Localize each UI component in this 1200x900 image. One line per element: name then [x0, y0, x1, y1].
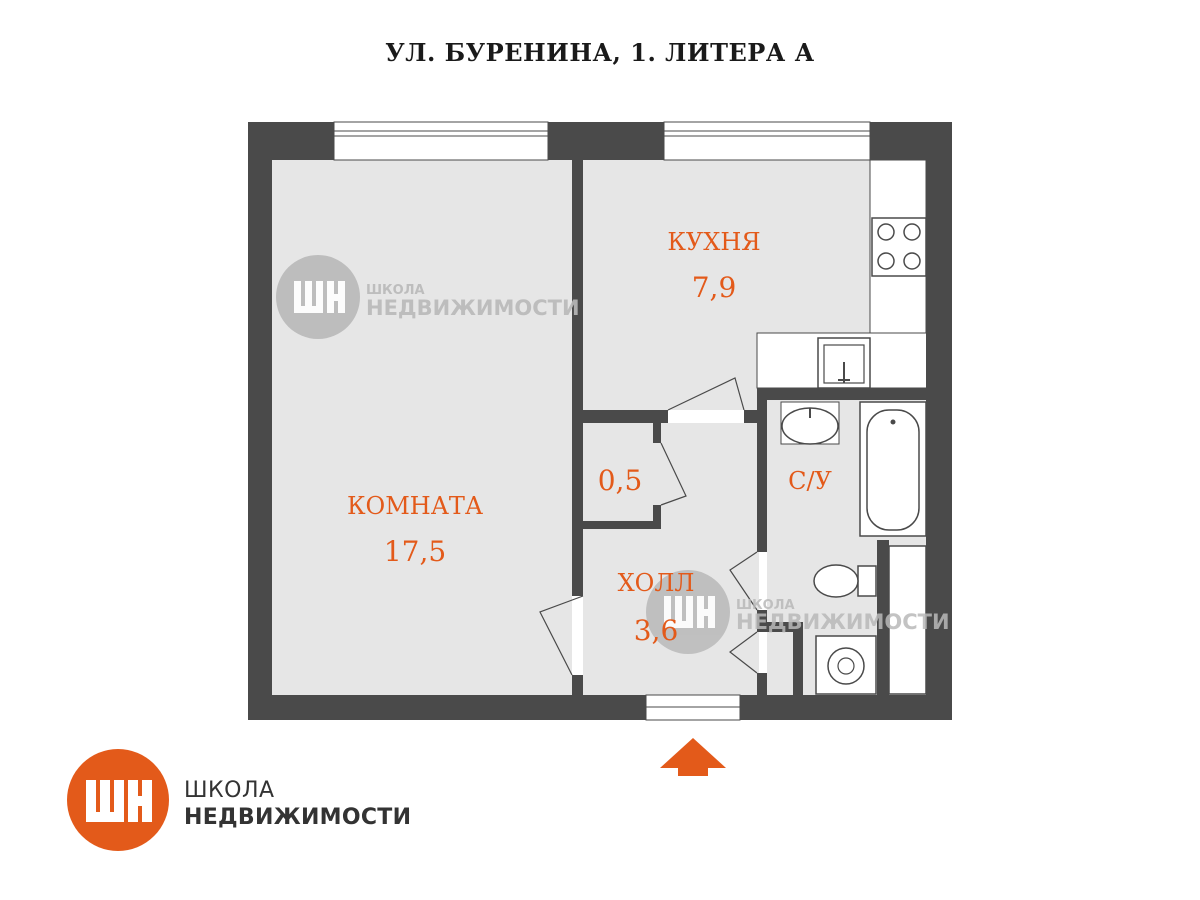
washing-machine-icon [815, 635, 877, 695]
door-swings [539, 377, 758, 676]
watermark-1-line2: НЕДВИЖИМОСТИ [366, 296, 580, 320]
washbasin-icon [780, 401, 840, 445]
brand-name-line1: ШКОЛА [184, 778, 275, 803]
hall-area: 3,6 [634, 614, 679, 647]
stove-icon [871, 217, 927, 277]
watermark-2-line1: ШКОЛА [736, 598, 795, 613]
shn-logo-icon [67, 749, 169, 851]
room-area: 17,5 [384, 535, 446, 568]
kitchen-label: КУХНЯ [667, 228, 760, 256]
room-label: КОМНАТА [347, 492, 483, 520]
closet-area: 0,5 [598, 464, 643, 497]
watermark-2: ШКОЛА НЕДВИЖИМОСТИ [646, 570, 950, 654]
watermark-1-line1: ШКОЛА [366, 283, 425, 298]
watermark-2-line2: НЕДВИЖИМОСТИ [736, 610, 950, 634]
brand-block: ШКОЛА НЕДВИЖИМОСТИ [66, 748, 426, 858]
cabinet [888, 545, 927, 695]
entrance-arrow-icon [660, 738, 726, 776]
bathtub-icon [859, 401, 927, 537]
outer-walls [248, 122, 952, 720]
plan-title: УЛ. БУРЕНИНА, 1. ЛИТЕРА А [385, 38, 815, 67]
floor-room [272, 160, 572, 695]
kitchen-area: 7,9 [692, 271, 737, 304]
window-room [333, 121, 549, 161]
toilet-icon [813, 564, 877, 598]
watermark-1: ШКОЛА НЕДВИЖИМОСТИ [276, 255, 580, 339]
kitchen-sink-icon [817, 337, 871, 389]
brand-name-line2: НЕДВИЖИМОСТИ [184, 805, 412, 830]
hall-label: ХОЛЛ [618, 569, 695, 597]
window-kitchen [663, 121, 871, 161]
interior-walls [572, 160, 927, 695]
bathroom-label: С/У [788, 467, 832, 495]
